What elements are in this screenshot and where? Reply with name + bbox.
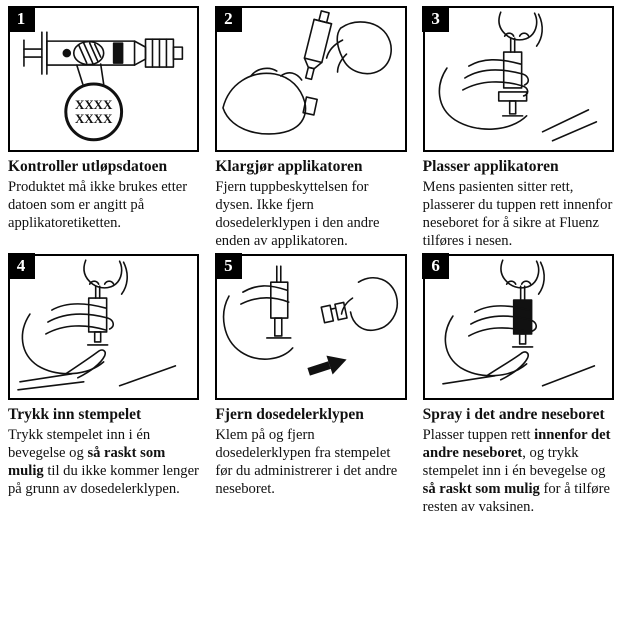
step-number: 5 bbox=[224, 256, 233, 276]
syringe-icon bbox=[266, 265, 292, 339]
nose-icon bbox=[83, 259, 128, 295]
syringe-icon bbox=[497, 37, 528, 117]
step-body: Trykk stempelet inn i én bevegelse og så… bbox=[8, 426, 199, 497]
hand-icon bbox=[441, 304, 595, 387]
hands-icon bbox=[222, 21, 393, 135]
expiry-date-placeholder-line1: XXXX bbox=[75, 97, 113, 112]
press-plunger-illustration bbox=[17, 259, 177, 391]
hands-icon bbox=[223, 277, 399, 360]
magnifier-icon: XXXX XXXX bbox=[64, 63, 124, 142]
step-1-illustration-frame: 1 bbox=[7, 5, 200, 152]
step-title: Trykk inn stempelet bbox=[8, 405, 142, 423]
step-number-badge: 3 bbox=[422, 5, 450, 32]
step-panel-6: 6 bbox=[422, 253, 614, 516]
place-applicator-illustration bbox=[438, 11, 597, 142]
step-number-badge: 2 bbox=[214, 5, 242, 32]
step-number-badge: 4 bbox=[7, 253, 35, 280]
syringe-icon bbox=[303, 10, 333, 81]
step-body: Plasser tuppen rett innenfor det andre n… bbox=[422, 426, 611, 515]
expiry-date-placeholder-line2: XXXX bbox=[75, 111, 113, 126]
applicator-expiry-illustration: XXXX XXXX bbox=[23, 31, 184, 142]
dose-divider-clip-icon bbox=[320, 301, 349, 324]
direction-arrow-icon bbox=[307, 355, 347, 376]
hand-icon bbox=[17, 303, 177, 391]
step-6-illustration-frame: 6 bbox=[422, 253, 614, 400]
step-number-badge: 1 bbox=[7, 5, 35, 32]
step-number-badge: 5 bbox=[214, 253, 242, 280]
step-number: 4 bbox=[16, 256, 26, 276]
step-number: 1 bbox=[16, 8, 26, 28]
step-2-illustration-frame: 2 bbox=[214, 5, 407, 152]
prepare-applicator-illustration bbox=[222, 10, 393, 135]
step-body: Fjern tuppbeskyttelsen for dysen. Ikke f… bbox=[215, 178, 380, 249]
syringe-icon bbox=[23, 31, 184, 75]
remove-clip-illustration bbox=[223, 265, 399, 376]
step-panel-1: 1 bbox=[7, 5, 200, 250]
step-body: Produktet må ikke brukes etter datoen so… bbox=[8, 178, 188, 231]
step-title: Fjern dosedelerklypen bbox=[215, 405, 364, 423]
step-title: Klargjør applikatoren bbox=[215, 158, 363, 175]
step-panel-4: 4 bbox=[7, 253, 200, 516]
step-panel-5: 5 bbox=[214, 253, 407, 516]
step-title: Spray i det andre neseboret bbox=[422, 405, 605, 423]
step-3-illustration-frame: 3 bbox=[422, 5, 614, 152]
step-body: Mens pasienten sitter rett, plasserer du… bbox=[422, 178, 613, 249]
step-title: Kontroller utløpsdatoen bbox=[8, 158, 168, 175]
nose-icon bbox=[497, 11, 543, 47]
spray-other-nostril-illustration bbox=[441, 259, 595, 387]
step-5-illustration-frame: 5 bbox=[214, 253, 407, 400]
step-panel-2: 2 bbox=[214, 5, 407, 250]
step-body: Klem på og fjern dosedelerklypen fra ste… bbox=[215, 426, 398, 497]
nose-icon bbox=[499, 259, 545, 295]
syringe-icon bbox=[511, 285, 534, 348]
steps-grid: 1 bbox=[7, 5, 614, 516]
step-number-badge: 6 bbox=[422, 253, 450, 280]
hand-icon bbox=[438, 59, 597, 142]
step-number: 2 bbox=[224, 8, 233, 28]
step-title: Plasser applikatoren bbox=[422, 158, 559, 175]
step-number: 3 bbox=[431, 8, 440, 28]
step-4-illustration-frame: 4 bbox=[7, 253, 200, 400]
step-panel-3: 3 bbox=[422, 5, 614, 250]
step-number: 6 bbox=[431, 256, 440, 276]
